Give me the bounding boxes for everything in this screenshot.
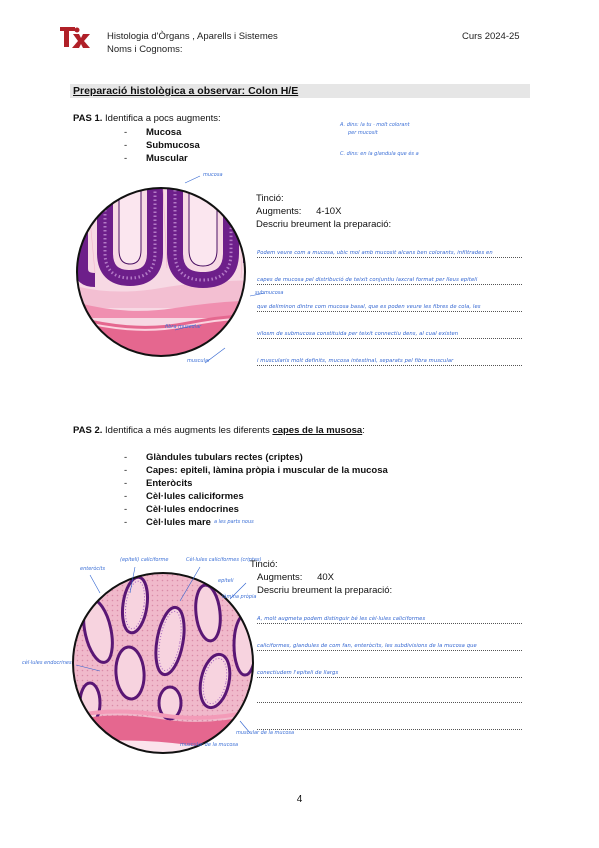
- magnification-label: Augments:: [257, 572, 303, 583]
- description-line: conectiudem l'epiteli de llargs: [257, 666, 522, 678]
- step1-note: A. dins: la tu · molt colorant: [340, 122, 410, 128]
- step1-label: PAS 1.: [73, 113, 103, 124]
- step2-list: Glàndules tubulars rectes (criptes) Cape…: [124, 451, 388, 529]
- step1-text: Identifica a pocs augments:: [105, 113, 221, 124]
- step1-note: per mucosit: [348, 130, 378, 136]
- step2-text: Identifica a més augments les diferents: [105, 425, 270, 436]
- description-line: vilosm de submucosa constituida per teix…: [257, 327, 522, 339]
- step2-info: Tinció: Augments: 40X Descriu breument l…: [250, 558, 392, 597]
- diagram-label: fibra muscular: [165, 324, 202, 330]
- step1-heading: PAS 1. Identifica a pocs augments:: [73, 113, 221, 124]
- list-item: Submucosa: [124, 139, 200, 152]
- list-item: Capes: epiteli, làmina pròpia i muscular…: [124, 464, 388, 477]
- names-label: Noms i Cognoms:: [107, 44, 183, 55]
- section-title: Preparació histològica a observar: Colon…: [73, 85, 299, 97]
- blank-answer-line: [257, 729, 522, 730]
- subject-title: Histologia d'Òrgans , Aparells i Sisteme…: [107, 31, 278, 42]
- magnification-value: 4-10X: [316, 206, 342, 217]
- section-title-band: [70, 84, 530, 98]
- list-item: Enteròcits: [124, 477, 388, 490]
- description-line: Podem veure com a mucosa, ubic mol amb m…: [257, 246, 522, 258]
- diagram-label: muscular: [187, 358, 211, 364]
- blank-answer-line: [257, 702, 522, 703]
- step2-label: PAS 2.: [73, 425, 103, 436]
- description-line: caliciformes, glandules de com fan, ente…: [257, 639, 522, 651]
- list-item: Glàndules tubulars rectes (criptes): [124, 451, 388, 464]
- diagram-label: (epiteli) caliciforme: [120, 557, 169, 563]
- diagram-label: epiteli: [218, 578, 234, 584]
- stain-label: Tinció:: [250, 559, 278, 570]
- diagram-label: Cèl·lules caliciformes (criptes): [186, 557, 262, 563]
- list-item: Mucosa: [124, 126, 200, 139]
- step2-mare-note: a les parts nous: [214, 519, 254, 525]
- list-item: Cèl·lules caliciformes: [124, 490, 388, 503]
- step2-underlined: capes de la musosa: [272, 425, 363, 436]
- colon-mucosa-highmag-diagram: [70, 553, 260, 765]
- magnification-value: 40X: [317, 572, 334, 583]
- diagram-label: làmina pròpia: [222, 594, 257, 600]
- diagram-label: muscular de la mucosa: [236, 730, 295, 736]
- university-logo: [57, 24, 93, 50]
- magnification-row: Augments: 4-10X: [256, 205, 391, 218]
- colon-lowmag-diagram: mucosa submucosa fibra muscular muscular: [75, 168, 283, 383]
- stain-label: Tinció:: [256, 193, 284, 204]
- step2-heading: PAS 2. Identifica a més augments les dif…: [73, 425, 365, 436]
- description-line: A, molt augmeta podem distinguir bé les …: [257, 612, 522, 624]
- course-year: Curs 2024-25: [462, 31, 520, 42]
- step1-info: Tinció: Augments: 4-10X Descriu breument…: [256, 192, 391, 231]
- describe-label: Descriu breument la preparació:: [256, 219, 392, 230]
- diagram-label: mucosa: [203, 172, 223, 178]
- diagram-label: cèl·lules endocrines: [22, 660, 72, 666]
- description-line: i muscularis molt definits, mucosa intes…: [257, 354, 522, 366]
- diagram-label: submucosa: [255, 290, 284, 296]
- description-line: capes de mucosa pel distribució de teixi…: [257, 273, 522, 285]
- step1-list: Mucosa Submucosa Muscular: [124, 126, 200, 165]
- list-item: Muscular: [124, 152, 200, 165]
- diagram-label: enteròcits: [80, 566, 106, 572]
- step1-note: C. dins: en la glandula que és a: [340, 151, 419, 157]
- description-line: que deliminon dintre com mucosa basal, q…: [257, 300, 522, 312]
- list-item: Cèl·lules endocrines: [124, 503, 388, 516]
- describe-label: Descriu breument la preparació:: [257, 585, 393, 596]
- magnification-row: Augments: 40X: [250, 571, 392, 584]
- step2-colon: :: [362, 425, 365, 436]
- diagram-label: muscular de la mucosa: [180, 742, 239, 748]
- page-number: 4: [296, 794, 303, 805]
- list-item: Cèl·lules mare: [124, 516, 388, 529]
- magnification-label: Augments:: [256, 206, 302, 217]
